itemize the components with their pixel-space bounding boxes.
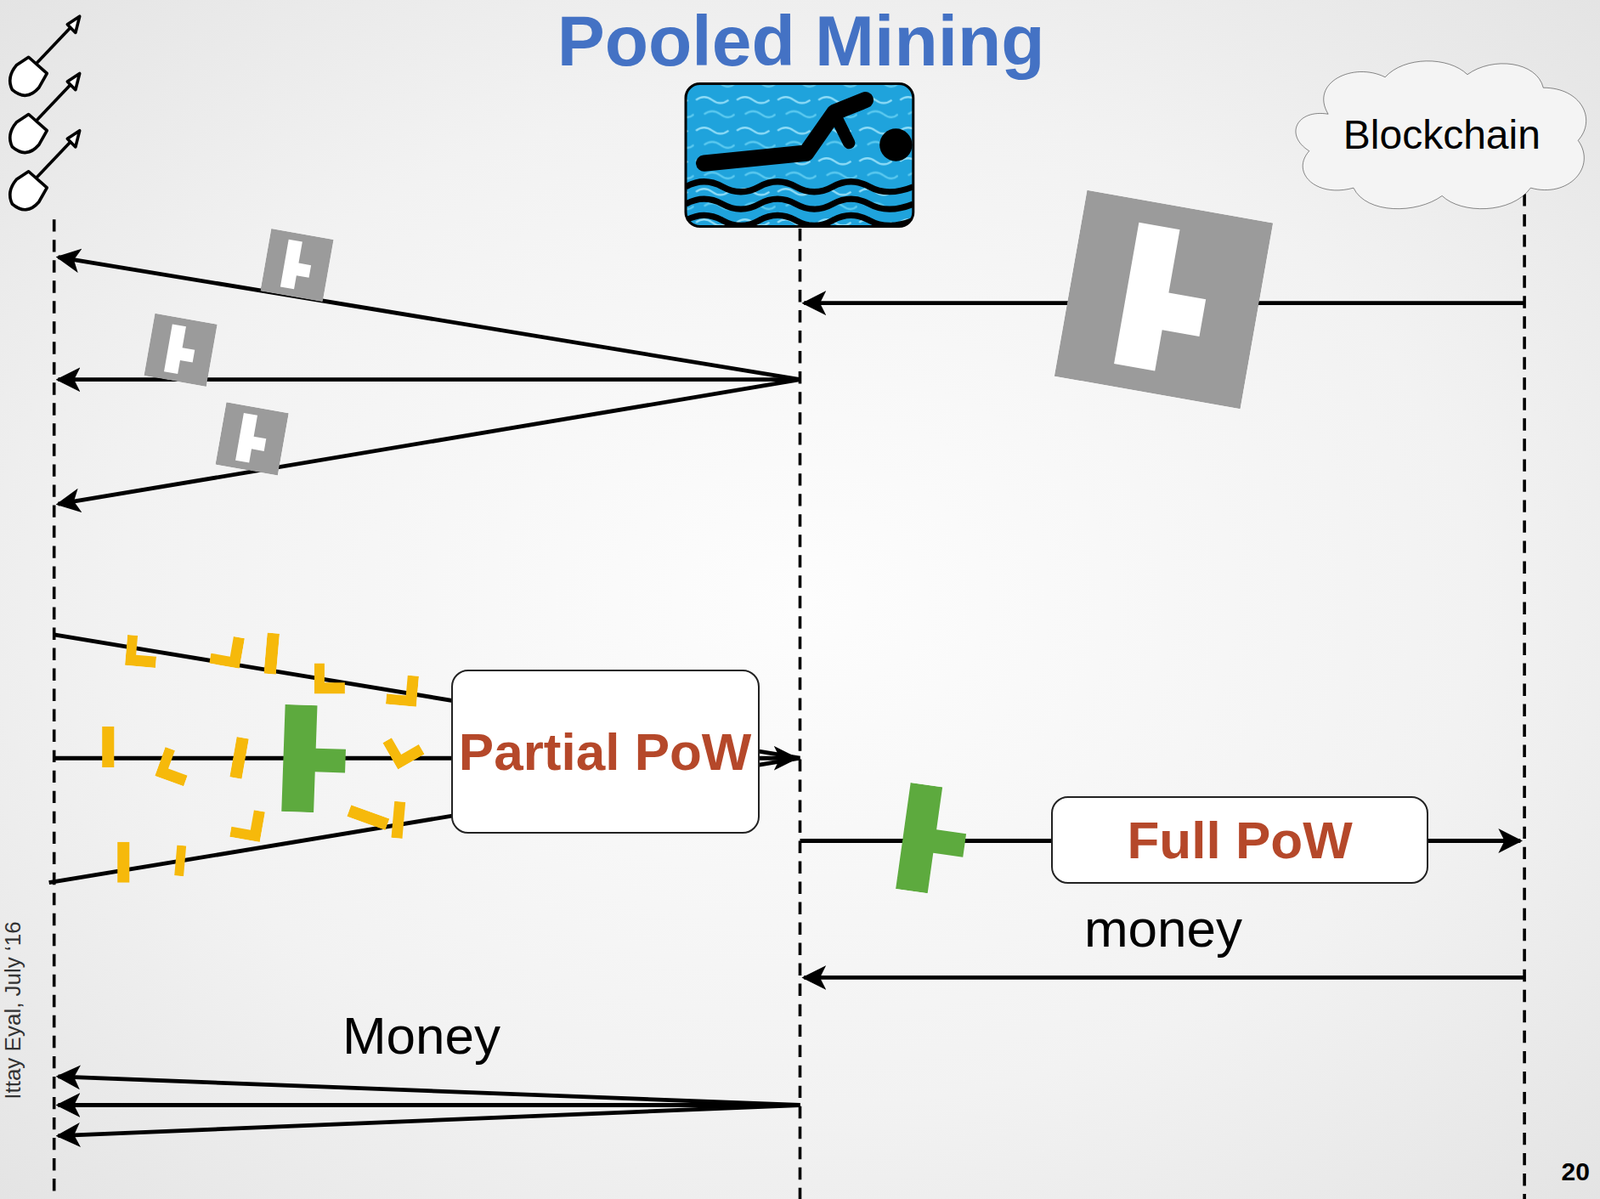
page-number: 20 <box>1560 1156 1589 1187</box>
block-icons <box>143 190 1273 476</box>
process-box: Partial PoW <box>451 669 760 834</box>
author-note: Ittay Eyal, July ‘16 <box>0 921 27 1100</box>
miner-shovels <box>10 16 80 210</box>
node-text: Full PoW <box>1126 807 1352 874</box>
blockchain-cloud: Blockchain <box>1283 56 1600 215</box>
node-text: Partial PoW <box>458 718 752 786</box>
pool-icon <box>685 83 914 227</box>
message-arrows <box>49 257 1525 1137</box>
message-label: Money <box>342 1005 501 1066</box>
share-pieces <box>101 633 973 899</box>
node-text: Blockchain <box>1343 109 1541 161</box>
lifelines <box>54 193 1525 1199</box>
slide-title: Pooled Mining <box>557 0 1046 83</box>
message-label: money <box>1084 898 1243 959</box>
process-box: Full PoW <box>1051 796 1429 884</box>
